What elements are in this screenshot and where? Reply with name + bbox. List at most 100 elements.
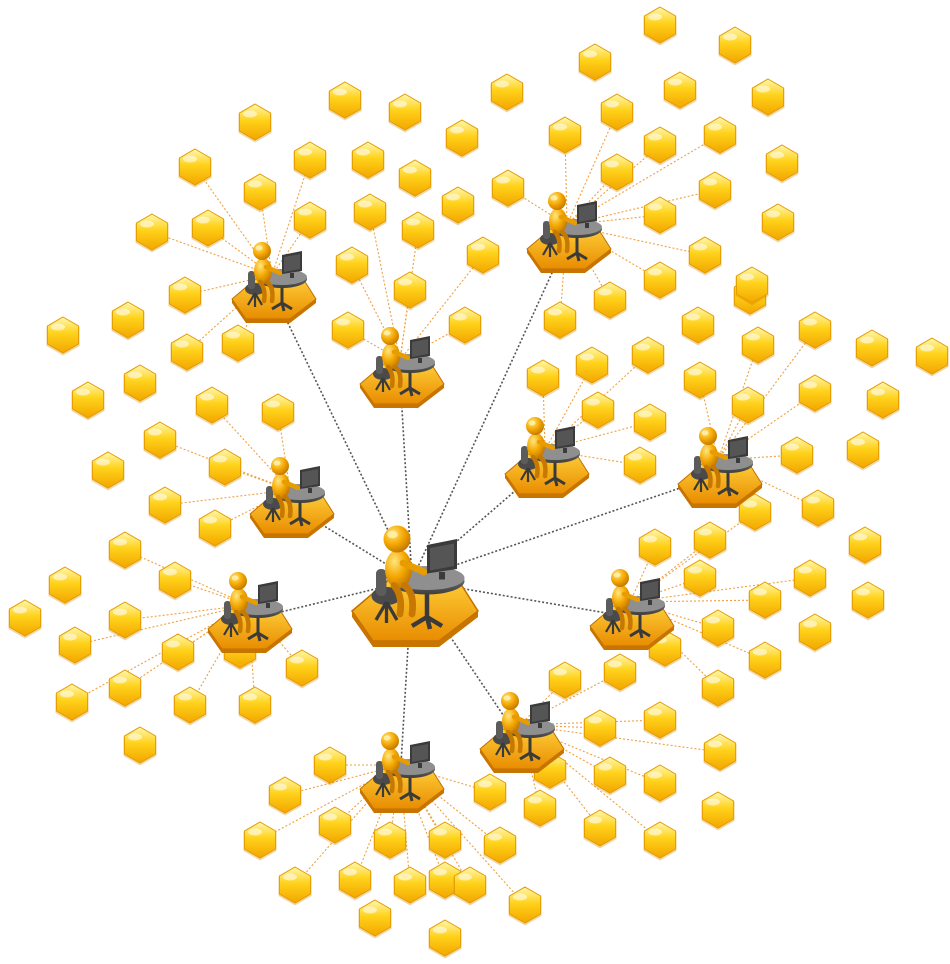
hexagon-node-icon xyxy=(278,866,312,906)
hexagon-node-icon xyxy=(798,613,832,653)
hexagon-node-icon xyxy=(351,141,385,181)
hexagon-node-icon xyxy=(603,653,637,693)
operator-3-workstation xyxy=(526,192,612,273)
leaf-link xyxy=(566,111,618,226)
operator-1-workstation xyxy=(231,242,317,323)
hexagon-node-icon xyxy=(578,43,612,83)
hexagon-node-icon xyxy=(643,701,677,741)
leaf-link xyxy=(717,329,816,461)
hexagon-node-icon xyxy=(491,169,525,209)
hexagon-node-icon xyxy=(693,521,727,561)
leaf-link xyxy=(211,404,291,491)
hexagon-node-icon xyxy=(915,337,949,377)
hexagon-node-icon xyxy=(643,261,677,301)
leaf-links xyxy=(71,111,819,906)
hexagon-node-icon xyxy=(855,329,889,369)
hexagon-node-icon xyxy=(703,116,737,156)
leaf-link xyxy=(271,219,311,276)
leaf-link xyxy=(399,764,526,906)
hexagon-node-icon xyxy=(158,561,192,601)
leaf-link xyxy=(544,354,649,451)
hexagon-node-icon xyxy=(318,806,352,846)
hexagon-node-icon xyxy=(638,528,672,568)
hexagon-node-icon xyxy=(243,821,277,861)
central-operator-workstation xyxy=(350,525,480,647)
hexagon-node-icon xyxy=(195,386,229,426)
hexagon-node-icon xyxy=(148,486,182,526)
hexagon-node-icon xyxy=(780,436,814,476)
hexagon-node-icon xyxy=(448,306,482,346)
hexagon-node-icon xyxy=(593,281,627,321)
hexagon-node-icon xyxy=(548,661,582,701)
leaf-link xyxy=(74,604,249,646)
hexagon-node-icon xyxy=(285,649,319,689)
hexagon-node-icon xyxy=(751,78,785,118)
hexagon-node-icon xyxy=(168,276,202,316)
leaf-link xyxy=(566,224,706,256)
hexagon-node-icon xyxy=(643,196,677,236)
hexagon-node-icon xyxy=(738,493,772,533)
hexagon-node-icon xyxy=(208,448,242,488)
hexagon-node-icon xyxy=(701,609,735,649)
hexagon-node-icon xyxy=(108,669,142,709)
leaf-link xyxy=(259,764,401,841)
hexagon-node-icon xyxy=(633,403,667,443)
hexagon-node-icon xyxy=(846,431,880,471)
operator-6-workstation xyxy=(677,427,763,508)
hexagon-node-icon xyxy=(91,451,125,491)
hexagon-node-icon xyxy=(46,316,80,356)
hexagon-node-icon xyxy=(683,361,717,401)
hexagon-node-icon xyxy=(441,186,475,226)
hexagon-node-icon xyxy=(801,489,835,529)
hexagon-node-icon xyxy=(643,764,677,804)
hexagon-node-icon xyxy=(313,746,347,786)
operator-7-workstation xyxy=(207,572,293,653)
hexagon-node-icon xyxy=(293,141,327,181)
hexagon-node-icon xyxy=(683,559,717,599)
hexagon-node-icon xyxy=(123,726,157,766)
operator-5-workstation xyxy=(504,417,590,498)
hexagon-node-icon xyxy=(173,686,207,726)
hexagon-node-icon xyxy=(393,866,427,906)
hexagon-node-icon xyxy=(761,203,795,243)
leaf-link xyxy=(294,764,401,886)
hexagon-node-icon xyxy=(111,301,145,341)
leaf-link xyxy=(124,549,249,606)
hexagon-node-icon xyxy=(748,641,782,681)
hexagon-node-icon xyxy=(8,599,42,639)
hexagon-node-icon xyxy=(866,381,900,421)
hexagon-node-icon xyxy=(445,119,479,159)
hexagon-node-icon xyxy=(373,821,407,861)
operator-8-workstation xyxy=(589,569,675,650)
operator-10-workstation xyxy=(359,732,445,813)
hexagon-node-icon xyxy=(161,633,195,673)
leaf-link xyxy=(564,134,568,226)
hexagon-node-icon xyxy=(701,669,735,709)
leaf-link xyxy=(519,671,621,726)
hexagon-node-icon xyxy=(718,26,752,66)
hexagon-node-icon xyxy=(490,73,524,113)
hexagon-node-icon xyxy=(508,886,542,926)
hexagon-node-icon xyxy=(238,686,272,726)
hexagon-node-icon xyxy=(268,776,302,816)
leaf-link xyxy=(544,364,593,451)
hexagon-node-icon xyxy=(123,364,157,404)
hexagon-node-icon xyxy=(428,919,462,959)
hexagon-node-icon xyxy=(701,791,735,831)
hexagon-node-icon xyxy=(765,144,799,184)
hexagon-node-icon xyxy=(483,826,517,866)
hexagon-node-icon xyxy=(731,386,765,426)
hexagon-node-icon xyxy=(331,311,365,351)
leaf-link xyxy=(717,459,819,509)
hexagon-node-icon xyxy=(401,211,435,251)
hexagon-node-icon xyxy=(221,324,255,364)
leaf-link xyxy=(186,274,273,353)
leaf-link xyxy=(629,599,766,603)
hexagon-node-icon xyxy=(703,733,737,773)
hexagon-node-icon xyxy=(583,809,617,849)
hexagon-node-icon xyxy=(353,193,387,233)
hexagon-node-icon xyxy=(663,71,697,111)
hexagon-node-icon xyxy=(798,311,832,351)
hexagon-node-icon xyxy=(600,153,634,193)
